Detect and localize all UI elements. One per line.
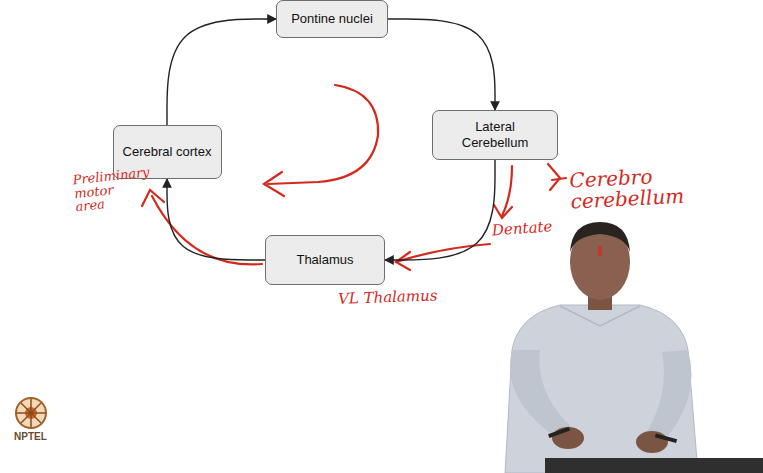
arrow-head [396,252,410,270]
arrow-head [142,190,164,206]
bracket [548,164,560,190]
arrow-head [494,205,512,218]
handwritten-note: Cerebro cerebellum [569,165,671,212]
box-label: Lateral Cerebellum [433,115,557,156]
bracket [552,178,566,180]
handwritten-note: Preliminary motor area [72,167,140,214]
process-box: Pontine nuclei [276,0,388,38]
loop-arrow-head [264,172,284,196]
connector-arrow [167,179,265,260]
process-box: Thalamus [265,235,385,285]
connector-arrow [388,19,495,110]
screen-strip [545,458,763,473]
box-label: Thalamus [288,248,361,272]
handwritten-note: VL Thalamus [338,288,448,308]
handwritten-note: Dentate [492,219,563,240]
connector-arrow [385,160,495,260]
loop-arrow [268,85,378,184]
connector-arrow [167,19,276,125]
logo-text: NPTEL [14,431,58,442]
box-label: Pontine nuclei [283,7,381,31]
process-box: Lateral Cerebellum [432,110,558,160]
nptel-logo [16,398,46,428]
thalamus-cortex-arrow [152,196,262,264]
presenter-figure [505,222,698,473]
box-label: Cerebral cortex [115,140,220,164]
